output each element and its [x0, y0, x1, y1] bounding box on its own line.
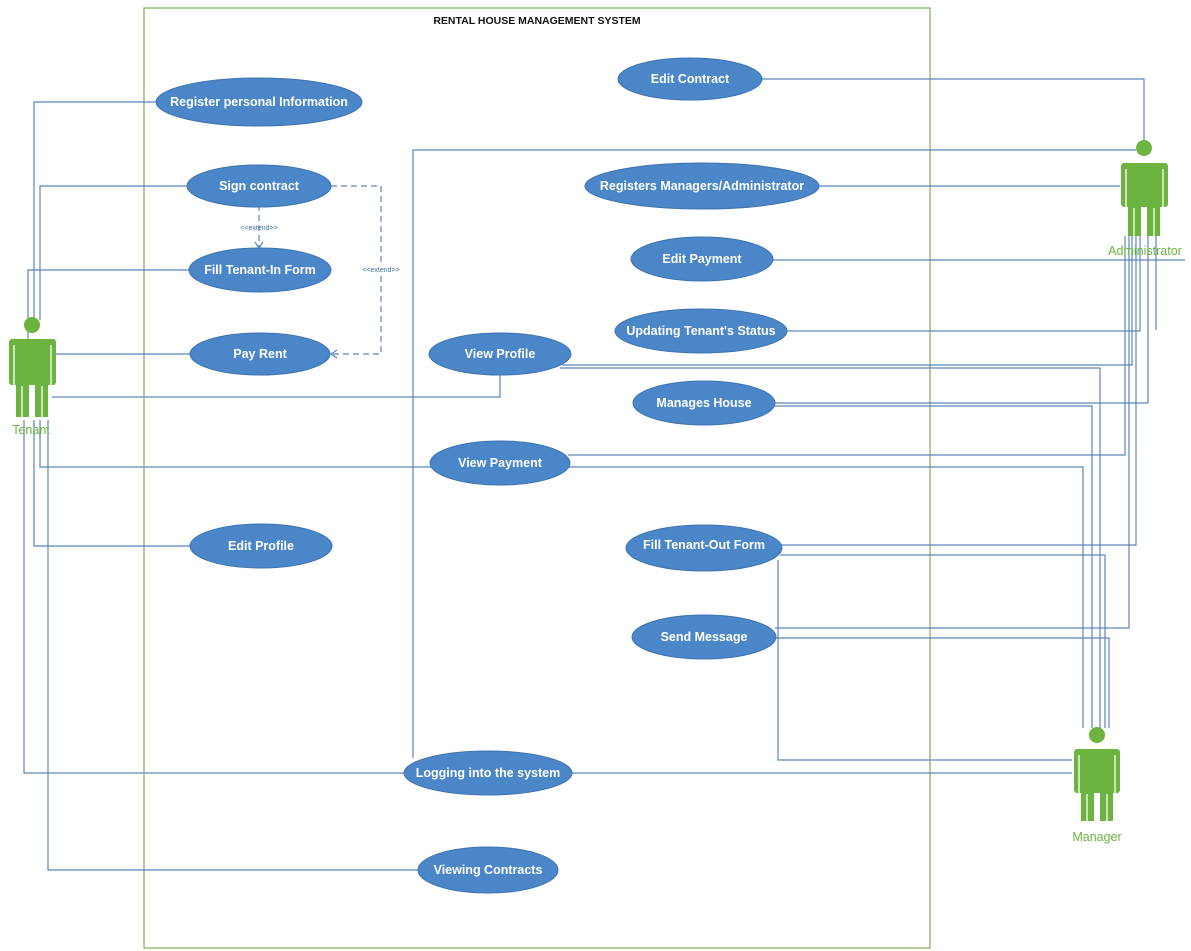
tenant-logging-link [23, 420, 408, 774]
manager-manages-house-link [775, 405, 1093, 728]
actor-label-manager: Manager [1072, 830, 1121, 844]
extend-label-pay-rent: <<extend>> [362, 267, 399, 274]
use-case-label: Manages House [656, 396, 751, 410]
use-case-send-message[interactable]: Send Message [631, 614, 777, 660]
use-case-label: Edit Payment [662, 252, 742, 266]
use-case-label: Fill Tenant-Out Form [643, 538, 765, 552]
use-case-label: Fill Tenant-In Form [204, 263, 316, 277]
actor-administrator[interactable]: Administrator [1108, 140, 1182, 258]
actor-label-tenant: Tenant [12, 423, 50, 437]
admin-view-payment-link [568, 236, 1126, 456]
use-case-view-payment[interactable]: View Payment [429, 440, 571, 486]
actor-label-administrator: Administrator [1108, 244, 1182, 258]
manager-view-profile-link [560, 367, 1101, 728]
actor-body [1074, 749, 1120, 793]
extend-label-bg [352, 265, 410, 275]
use-case-fill-tenant-in-form[interactable]: Fill Tenant-In Form [188, 247, 332, 293]
use-case-label: Send Message [661, 630, 748, 644]
actor-head [1089, 727, 1105, 743]
admin-send-message-link [775, 236, 1130, 629]
use-case-logging-into-the-system[interactable]: Logging into the system [403, 750, 573, 796]
manager-view-payment-link [568, 466, 1084, 728]
use-case-view-profile[interactable]: View Profile [428, 332, 572, 376]
tenant-sign-contract-link [39, 185, 192, 320]
actor-body [9, 339, 56, 385]
use-case-pay-rent[interactable]: Pay Rent [189, 332, 331, 376]
extend-relationships: <<extend>> <<extend>> [240, 185, 410, 359]
tenant-view-payment-link [39, 420, 432, 468]
use-case-label: Viewing Contracts [434, 863, 543, 877]
use-case-label: Edit Profile [228, 539, 294, 553]
actor-tenant[interactable]: Tenant [9, 317, 56, 437]
use-case-label: View Profile [465, 347, 536, 361]
system-title: RENTAL HOUSE MANAGEMENT SYSTEM [433, 15, 641, 27]
use-case-fill-tenant-out-form[interactable]: Fill Tenant-Out Form [625, 524, 783, 572]
use-case-label: Logging into the system [416, 766, 560, 780]
actor-head [1136, 140, 1152, 156]
tenant-edit-profile-link [33, 420, 190, 547]
use-case-edit-contract[interactable]: Edit Contract [617, 57, 763, 101]
manager-fill-tenant-out-link [780, 554, 1106, 728]
admin-edit-contract-link [761, 78, 1145, 140]
admin-updating-status-link [785, 236, 1141, 332]
use-case-label: Pay Rent [233, 347, 287, 361]
extend-arrowhead-pay-rent [329, 349, 338, 359]
use-case-label: Sign contract [219, 179, 300, 193]
use-case-label: Registers Managers/Administrator [600, 179, 804, 193]
use-case-updating-tenants-status[interactable]: Updating Tenant's Status [614, 308, 788, 354]
use-case-registers-managers-administrator[interactable]: Registers Managers/Administrator [584, 162, 820, 210]
use-case-sign-contract[interactable]: Sign contract [186, 164, 332, 208]
manager-fill-tenant-out-link-2 [777, 560, 1072, 761]
use-case-label: Register personal Information [170, 95, 348, 109]
tenant-connectors [23, 101, 501, 871]
admin-view-profile-link [562, 236, 1133, 366]
tenant-view-profile-link [52, 375, 501, 398]
actor-manager[interactable]: Manager [1072, 727, 1122, 844]
admin-fill-tenant-out-link [780, 236, 1137, 546]
admin-logging-link [412, 149, 1136, 758]
manager-connectors [560, 367, 1110, 774]
use-case-label: Edit Contract [651, 72, 730, 86]
use-case-edit-profile[interactable]: Edit Profile [189, 523, 333, 569]
tenant-register-link [33, 101, 158, 318]
admin-manages-house-link [775, 236, 1149, 404]
system-boundary [143, 7, 931, 949]
use-case-label: View Payment [458, 456, 543, 470]
use-case-viewing-contracts[interactable]: Viewing Contracts [417, 846, 559, 894]
tenant-fill-tenant-in-link [27, 269, 190, 340]
manager-send-message-link [775, 637, 1110, 728]
actor-body [1121, 163, 1168, 207]
use-case-edit-payment[interactable]: Edit Payment [630, 236, 774, 282]
use-case-label: Updating Tenant's Status [626, 324, 775, 338]
administrator-connectors [412, 78, 1185, 758]
actor-head [24, 317, 40, 333]
tenant-viewing-contracts-link [47, 420, 418, 871]
use-case-manages-house[interactable]: Manages House [632, 380, 776, 426]
use-case-register-personal-information[interactable]: Register personal Information [155, 77, 363, 127]
extend-label-fill-tenant-in: <<extend>> [240, 225, 277, 232]
